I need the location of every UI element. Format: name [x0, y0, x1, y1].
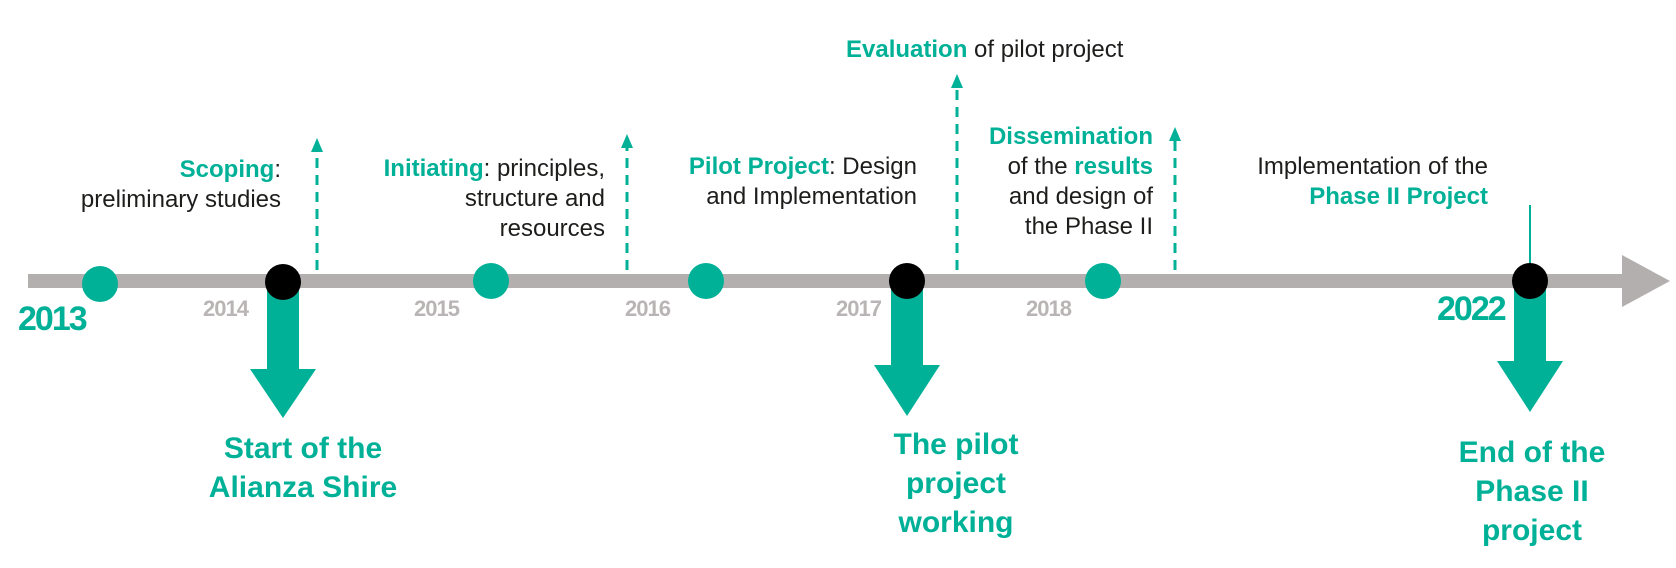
- milestone-dot-2017: [889, 263, 925, 299]
- milestone-dot-2014: [265, 264, 301, 300]
- milestone-pilot-line3: working: [898, 506, 1014, 539]
- year-label-2017: 2017: [836, 296, 882, 321]
- year-dot-2016: [688, 263, 724, 299]
- milestone-dot-2022: [1512, 263, 1548, 299]
- phase-dissemination-prefix: of the: [1007, 153, 1075, 180]
- milestone-end-line2: Phase II: [1475, 475, 1589, 508]
- milestone-start-line1: Start of the: [223, 432, 383, 465]
- phase-dissemination-line3: and design of: [1008, 183, 1153, 210]
- milestone-pilot-line2: project: [905, 467, 1007, 500]
- year-label-2022: 2022: [1437, 290, 1507, 328]
- milestone-start-line2: Alianza Shire: [208, 471, 398, 504]
- milestone-end-caption: End of the Phase II project: [1432, 433, 1632, 550]
- milestone-pilot-caption: The pilot project working: [856, 425, 1056, 542]
- timeline-axis-arrowhead: [1622, 255, 1670, 307]
- milestone-start-caption: Start of the Alianza Shire: [198, 429, 408, 507]
- phase-boundary-2016: [621, 134, 633, 270]
- phase-pilot-suffix: : Design: [828, 153, 917, 180]
- phase-implementation-title: Phase II Project: [1309, 183, 1488, 210]
- phase-pilot-line2: and Implementation: [706, 183, 917, 210]
- phase-initiating-label: Initiating: principles, structure and re…: [384, 154, 605, 244]
- phase-dissemination-line4: the Phase II: [1024, 213, 1153, 240]
- year-label-2018: 2018: [1026, 296, 1072, 321]
- phase-dissemination-label: Dissemination of the results and design …: [989, 122, 1153, 242]
- milestone-arrow-end: [1497, 281, 1563, 412]
- milestone-arrow-start: [250, 281, 316, 418]
- phase-initiating-title: Initiating: [383, 155, 484, 182]
- phase-dissemination-title: Dissemination: [988, 123, 1153, 150]
- phase-implementation-label: Implementation of the Phase II Project: [1257, 152, 1488, 212]
- phase-scoping-label: Scoping: preliminary studies: [81, 155, 281, 215]
- milestone-pilot-line1: The pilot: [893, 428, 1019, 461]
- year-label-2015: 2015: [414, 296, 460, 321]
- phase-boundary-2014: [311, 138, 323, 270]
- phase-initiating-suffix: : principles,: [483, 155, 605, 182]
- year-dot-2013: [82, 266, 118, 302]
- phase-dissemination-results: results: [1074, 153, 1153, 180]
- phase-boundary-2018: [1169, 127, 1181, 270]
- year-dot-2018: [1085, 263, 1121, 299]
- phase-pilot-label: Pilot Project: Design and Implementation: [689, 152, 917, 212]
- phase-initiating-line2: structure and: [464, 185, 605, 212]
- phase-boundary-2017: [951, 74, 963, 270]
- phase-initiating-line3: resources: [499, 215, 605, 242]
- phase-scoping-line2: preliminary studies: [80, 186, 281, 213]
- phase-evaluation-title: Evaluation: [846, 36, 968, 63]
- milestone-end-line1: End of the: [1458, 436, 1606, 469]
- phase-implementation-line1: Implementation of the: [1257, 153, 1488, 180]
- phase-scoping-suffix: :: [274, 156, 281, 183]
- phase-evaluation-suffix: of pilot project: [967, 36, 1124, 63]
- phase-scoping-title: Scoping: [179, 156, 275, 183]
- phase-evaluation-label: Evaluation of pilot project: [846, 35, 1123, 65]
- year-label-2014: 2014: [203, 296, 249, 321]
- phase-pilot-title: Pilot Project: [688, 153, 829, 180]
- year-dot-2015: [473, 263, 509, 299]
- year-label-2016: 2016: [625, 296, 671, 321]
- milestone-end-line3: project: [1481, 514, 1583, 547]
- year-label-2013: 2013: [18, 300, 88, 338]
- milestone-arrow-pilot: [874, 281, 940, 416]
